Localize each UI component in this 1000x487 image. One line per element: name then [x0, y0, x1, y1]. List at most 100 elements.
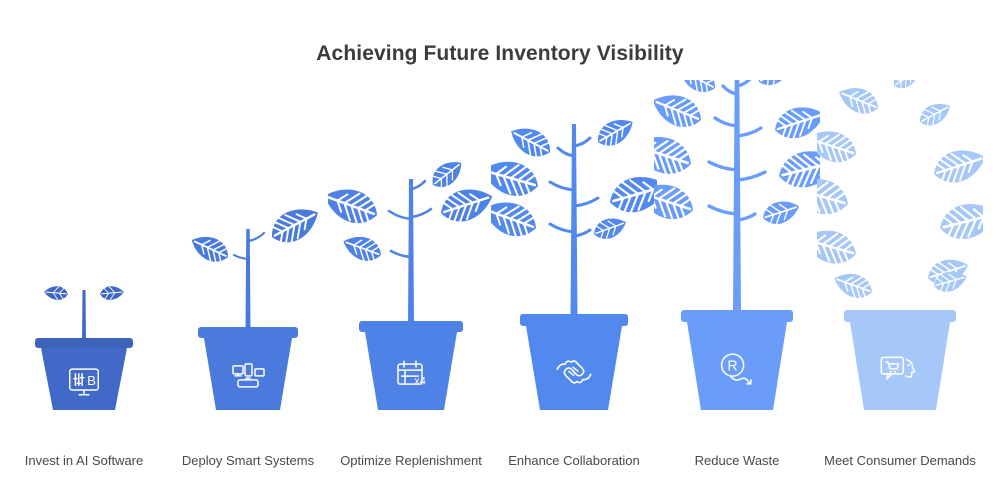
- leaf: [654, 95, 701, 131]
- leaf: [431, 162, 462, 189]
- monitor-analytics-bitcoin-icon: B: [69, 368, 99, 396]
- branch: [735, 170, 767, 182]
- leaf: [654, 137, 691, 178]
- pot: [520, 314, 628, 410]
- pot-rim: [520, 314, 628, 326]
- svg-text:B: B: [87, 373, 96, 388]
- leaf: [610, 177, 657, 216]
- pot: B: [35, 338, 133, 410]
- pot-body: [850, 322, 950, 410]
- leaf: [511, 128, 551, 160]
- branch: [389, 249, 413, 259]
- plant: [817, 80, 983, 301]
- leaf: [834, 273, 872, 301]
- branch: [409, 179, 427, 191]
- plant: [654, 80, 820, 314]
- leaf: [597, 120, 633, 149]
- leaf: [775, 107, 820, 141]
- pot-rim: [35, 338, 133, 348]
- branch: [707, 204, 739, 216]
- leaf: [839, 88, 878, 117]
- branch: [707, 160, 739, 172]
- leaf: [934, 150, 983, 186]
- leaf: [934, 271, 967, 294]
- leaf: [594, 218, 626, 241]
- branch: [232, 253, 250, 261]
- stem: [82, 290, 86, 342]
- growth-stage-2[interactable]: Deploy Smart Systems: [165, 80, 331, 487]
- pot-rim: [198, 327, 298, 338]
- branch: [556, 146, 576, 158]
- pot-body: [41, 348, 127, 410]
- plant-graphic-6: [817, 80, 983, 425]
- stage-label-4: Enhance Collaboration: [508, 453, 640, 468]
- leaf: [779, 151, 820, 191]
- pot: x4: [359, 321, 463, 410]
- branch: [409, 207, 433, 219]
- stem: [408, 179, 414, 325]
- leaf: [100, 286, 124, 301]
- calendar-schedule-icon: x4: [397, 360, 426, 388]
- pot-body: [204, 338, 292, 410]
- smart-devices-router-icon: [232, 363, 265, 388]
- branch: [548, 222, 576, 234]
- plant-graphic-1: B: [1, 80, 167, 425]
- leaf: [271, 209, 318, 246]
- growth-stage-1[interactable]: B Invest in AI Software: [1, 80, 167, 487]
- plant-graphic-5: R: [654, 80, 820, 425]
- recycle-r-arrow-icon: R: [720, 353, 752, 385]
- pot: R: [681, 310, 793, 410]
- leaf: [44, 286, 68, 301]
- branch: [246, 231, 266, 243]
- plant: [328, 162, 493, 325]
- leaf: [817, 179, 848, 218]
- plant: [44, 286, 124, 342]
- pot-body: [365, 332, 457, 410]
- plant-graphic-3: x4: [328, 80, 494, 425]
- pot-body: [687, 322, 787, 410]
- plant-graphic-2: [165, 80, 331, 425]
- plant: [191, 209, 318, 331]
- page-title: Achieving Future Inventory Visibility: [316, 42, 684, 65]
- branch: [548, 180, 576, 192]
- stage-label-2: Deploy Smart Systems: [181, 453, 315, 468]
- leaf: [654, 184, 693, 223]
- pot-rim: [359, 321, 463, 332]
- leaf: [919, 103, 951, 128]
- leaf: [191, 236, 228, 265]
- leaf: [343, 236, 381, 264]
- leaf: [763, 201, 800, 226]
- stem: [733, 80, 741, 314]
- stage-label-1: Invest in AI Software: [24, 453, 144, 468]
- plant: [491, 120, 657, 318]
- stage-label-3: Optimize Replenishment: [340, 453, 482, 468]
- leaf: [491, 202, 536, 240]
- pot-rim: [844, 310, 956, 322]
- shopping-cart-speech-consumer-icon: [880, 356, 916, 380]
- leaf: [817, 131, 856, 165]
- pot: [844, 310, 956, 410]
- svg-text:R: R: [727, 359, 737, 375]
- leaf: [679, 80, 716, 95]
- growth-stages-row: B Invest in AI Software Deploy Smart Syste…: [0, 80, 1000, 487]
- leaf: [940, 204, 983, 242]
- leaf: [328, 189, 377, 227]
- leaf: [758, 80, 792, 88]
- pot-rim: [681, 310, 793, 322]
- growth-stage-6[interactable]: Meet Consumer Demands: [817, 80, 983, 487]
- branch: [713, 116, 739, 128]
- pot: [198, 327, 298, 410]
- leaf: [491, 161, 538, 199]
- plant-graphic-4: [491, 80, 657, 425]
- svg-text:x4: x4: [414, 376, 426, 388]
- stem: [570, 124, 578, 318]
- branch: [735, 126, 763, 138]
- handshake-icon: [556, 360, 592, 384]
- branch: [572, 136, 592, 148]
- leaf: [893, 80, 919, 90]
- branch: [572, 196, 600, 208]
- growth-stage-4[interactable]: Enhance Collaboration: [491, 80, 657, 487]
